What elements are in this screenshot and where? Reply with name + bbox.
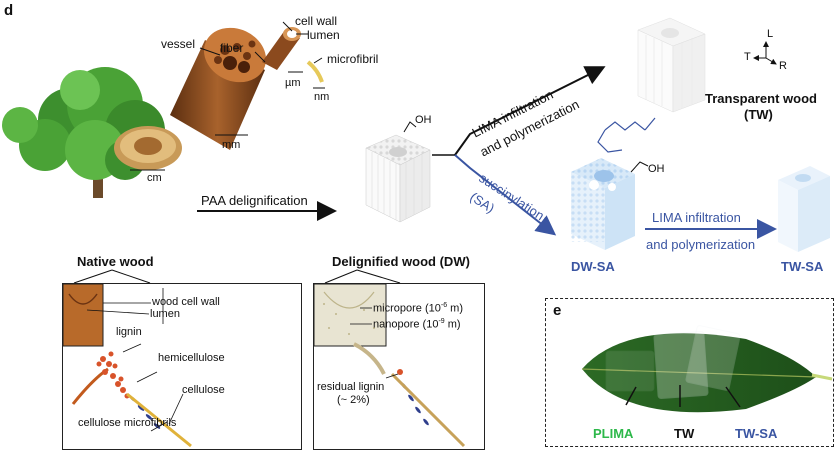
cm-label: cm [147, 172, 162, 184]
lima-bottom-line1: LIMA infiltration [652, 210, 741, 225]
cellulose-label: cellulose [182, 384, 225, 396]
nanopore-label: nanopore (10-9 m) [373, 318, 461, 331]
fiber-tube [262, 27, 301, 70]
native-wood-graphics [62, 283, 192, 448]
dw-block [365, 134, 431, 223]
oh-sa-label: OH [648, 163, 665, 175]
wood-block [170, 27, 267, 150]
axis-t-label: T [744, 51, 751, 63]
native-lumen-label: lumen [150, 308, 180, 320]
vessel-label: vessel [161, 37, 196, 51]
lumen-label: lumen [307, 28, 340, 42]
tw-photo-label: TW [674, 426, 695, 441]
panel-e-frame [545, 298, 834, 447]
twsa-label: TW-SA [781, 259, 824, 274]
log-slice [114, 126, 182, 171]
hemicellulose-label: hemicellulose [158, 352, 225, 364]
native-wood-title: Native wood [77, 254, 154, 269]
twsa-block [778, 166, 830, 252]
axis-r-label: R [779, 60, 787, 72]
tw-title-line1: Transparent wood [705, 91, 817, 106]
panel-e-letter: e [553, 302, 562, 319]
lignin-label: lignin [116, 326, 142, 338]
sa-molecule [597, 117, 656, 153]
mm-label: mm [222, 139, 241, 151]
micropore-label: micropore (10-6 m) [373, 302, 463, 315]
dw-box [313, 283, 485, 450]
dw-graphics [313, 283, 466, 448]
residual-percent-label: (~ 2%) [337, 394, 370, 406]
fiber-label: fiber [220, 41, 244, 55]
native-wood-box [62, 283, 302, 450]
panel-d-letter: d [4, 2, 14, 19]
residual-lignin-label: residual lignin [317, 381, 385, 393]
lima-bottom-line2: and polymerization [646, 237, 756, 252]
um-label: µm [285, 77, 301, 89]
arrow-to-dwsa [454, 154, 557, 236]
plima-label: PLIMA [593, 426, 634, 441]
microfibril-strand [306, 60, 324, 83]
nm-label: nm [314, 91, 330, 103]
dwsa-block [571, 158, 635, 250]
paa-label: PAA delignification [201, 193, 308, 208]
oh-dw-label: OH [415, 114, 432, 126]
axis-l-label: L [767, 28, 774, 40]
twsa-photo-label: TW-SA [735, 426, 778, 441]
microfibril-label: microfibril [327, 52, 379, 66]
tw-block [637, 17, 706, 113]
arrow-to-tw [454, 66, 606, 156]
microfibrils-label: cellulose microfibrils [78, 417, 177, 429]
dw-title: Delignified wood (DW) [332, 254, 470, 269]
tw-title-line2: (TW) [744, 107, 773, 122]
native-cell-wall-label: wood cell wall [152, 296, 220, 308]
orientation-axes [753, 41, 777, 65]
leaf-photo [546, 299, 833, 446]
cell-wall-label: cell wall [295, 14, 338, 28]
dwsa-label: DW-SA [571, 259, 615, 274]
